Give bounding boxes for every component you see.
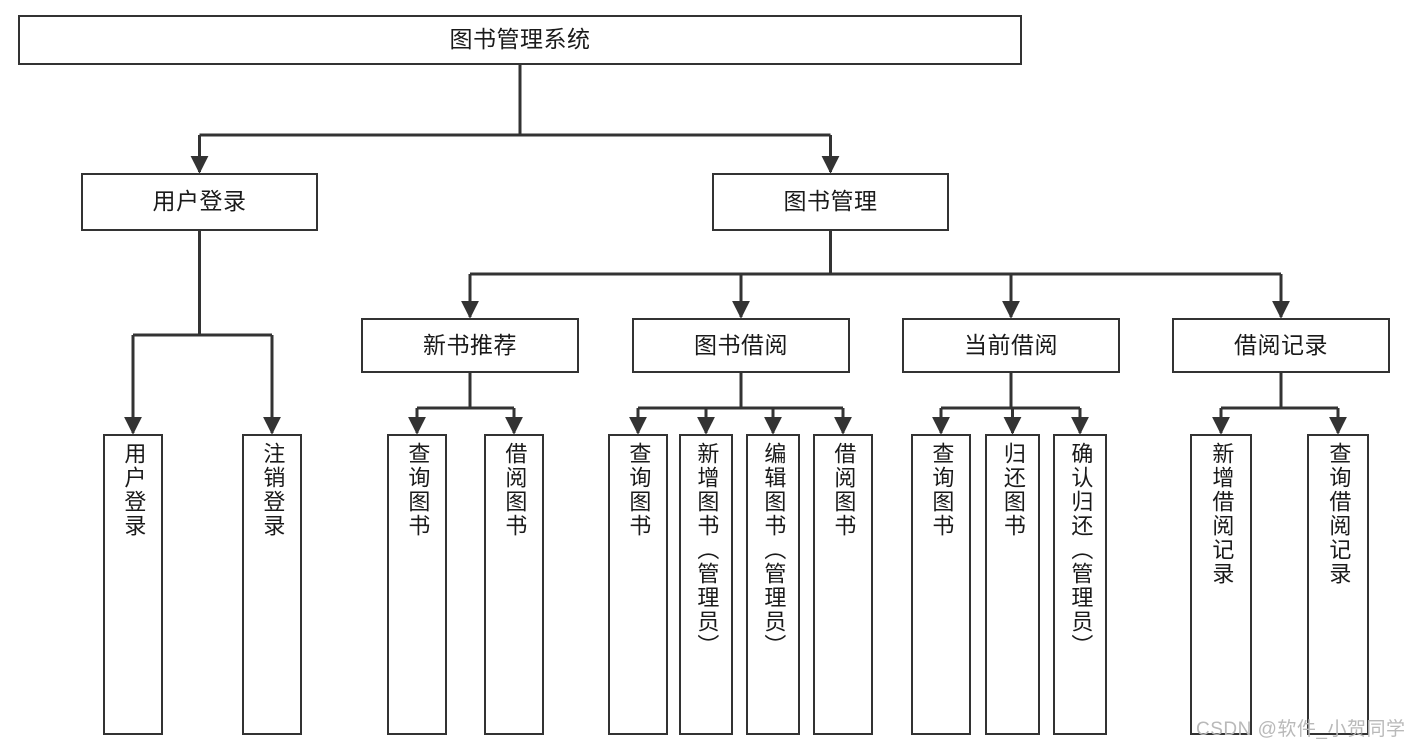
node-newbook[interactable]: 新书推荐 bbox=[361, 318, 579, 373]
node-records[interactable]: 借阅记录 bbox=[1172, 318, 1390, 373]
node-leaf-cur-2[interactable]: 归还图书 bbox=[985, 434, 1040, 735]
node-label: 查询图书 bbox=[929, 442, 955, 538]
node-leaf-cur-1[interactable]: 查询图书 bbox=[911, 434, 971, 735]
node-leaf-bor-2[interactable]: 新增图书（管理员） bbox=[679, 434, 733, 735]
node-label: 编辑图书（管理员） bbox=[761, 442, 787, 658]
node-label: 查询图书 bbox=[626, 442, 652, 538]
node-leaf-new-2[interactable]: 借阅图书 bbox=[484, 434, 544, 735]
node-leaf-bor-4[interactable]: 借阅图书 bbox=[813, 434, 873, 735]
node-leaf-rec-2[interactable]: 查询借阅记录 bbox=[1307, 434, 1369, 735]
node-leaf-bor-3[interactable]: 编辑图书（管理员） bbox=[746, 434, 800, 735]
node-label: 新书推荐 bbox=[423, 331, 517, 358]
node-label: 归还图书 bbox=[1000, 442, 1026, 538]
node-bookmgmt[interactable]: 图书管理 bbox=[712, 173, 949, 231]
node-borrow[interactable]: 图书借阅 bbox=[632, 318, 850, 373]
node-label: 借阅图书 bbox=[831, 442, 857, 538]
node-leaf-login-1[interactable]: 用户登录 bbox=[103, 434, 163, 735]
node-label: 用户登录 bbox=[121, 442, 147, 538]
node-label: 图书管理系统 bbox=[449, 26, 591, 53]
node-label: 确认归还（管理员） bbox=[1068, 442, 1094, 658]
node-leaf-rec-1[interactable]: 新增借阅记录 bbox=[1190, 434, 1252, 735]
node-label: 查询借阅记录 bbox=[1326, 442, 1352, 586]
node-label: 图书管理 bbox=[783, 188, 878, 215]
node-label: 当前借阅 bbox=[964, 331, 1058, 358]
node-current[interactable]: 当前借阅 bbox=[902, 318, 1120, 373]
node-leaf-new-1[interactable]: 查询图书 bbox=[387, 434, 447, 735]
node-label: 借阅图书 bbox=[502, 442, 528, 538]
node-leaf-cur-3[interactable]: 确认归还（管理员） bbox=[1053, 434, 1107, 735]
node-label: 查询图书 bbox=[405, 442, 431, 538]
csdn-watermark: CSDN @软件_小贺同学 bbox=[1196, 719, 1405, 740]
node-label: 新增借阅记录 bbox=[1209, 442, 1235, 586]
node-label: 用户登录 bbox=[152, 188, 247, 215]
node-label: 图书借阅 bbox=[694, 331, 788, 358]
node-label: 借阅记录 bbox=[1234, 331, 1328, 358]
node-leaf-bor-1[interactable]: 查询图书 bbox=[608, 434, 668, 735]
node-label: 新增图书（管理员） bbox=[694, 442, 720, 658]
node-login[interactable]: 用户登录 bbox=[81, 173, 318, 231]
node-leaf-login-2[interactable]: 注销登录 bbox=[242, 434, 302, 735]
node-label: 注销登录 bbox=[260, 442, 286, 538]
edges-group bbox=[124, 65, 1347, 435]
node-root[interactable]: 图书管理系统 bbox=[18, 15, 1022, 65]
